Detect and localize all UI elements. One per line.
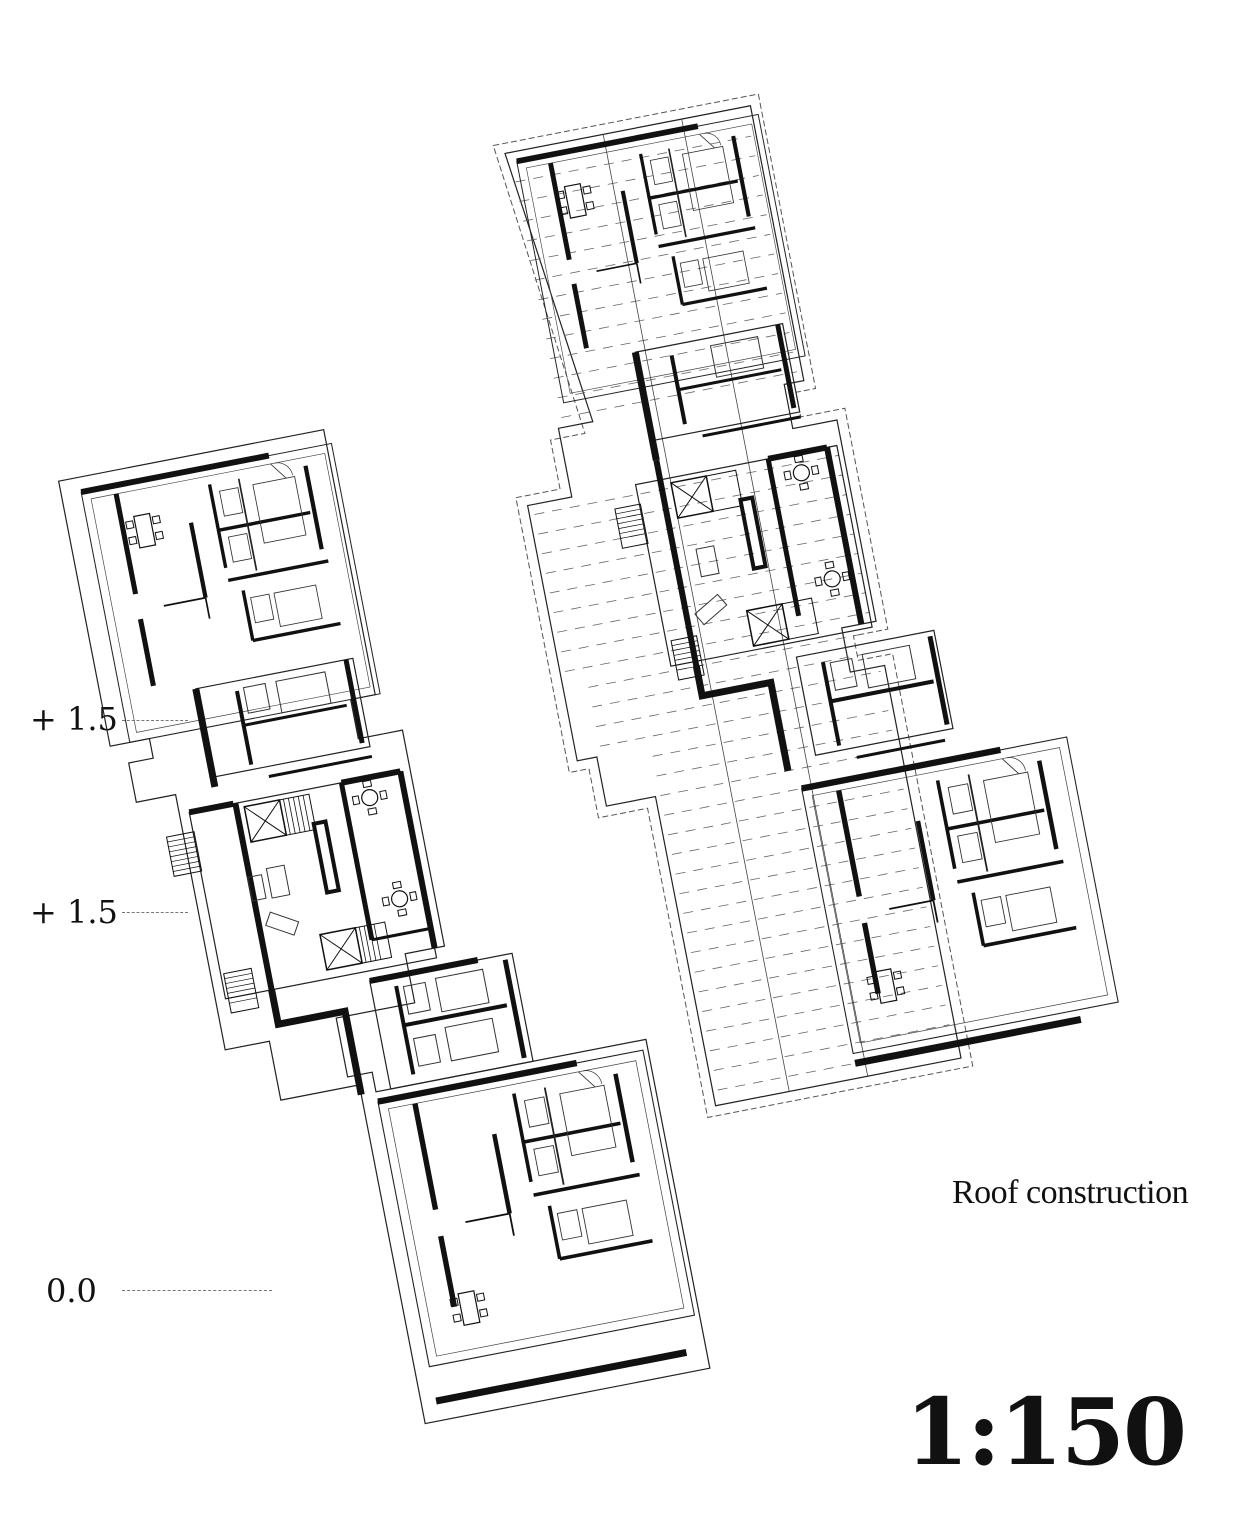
floor-plan-left (57, 428, 711, 1425)
level-line-ground (122, 1290, 272, 1291)
floor-plan-right (492, 93, 1125, 1119)
level-label-upper: + 1.5 (30, 700, 118, 738)
apartment-lower-right-a (795, 629, 954, 759)
level-label-middle: + 1.5 (30, 893, 118, 931)
scale-label: 1:150 (905, 1378, 1187, 1486)
apartment-mid-left (192, 657, 373, 788)
drawing-caption: Roof construction (952, 1174, 1189, 1211)
level-line-middle (122, 912, 188, 913)
level-label-ground: 0.0 (46, 1272, 97, 1310)
apartment-lower-left-a (369, 952, 534, 1090)
level-line-upper (122, 720, 188, 721)
apartment-mid-right (631, 322, 801, 461)
communal-core-left (165, 768, 438, 1014)
communal-core-right (614, 444, 873, 681)
